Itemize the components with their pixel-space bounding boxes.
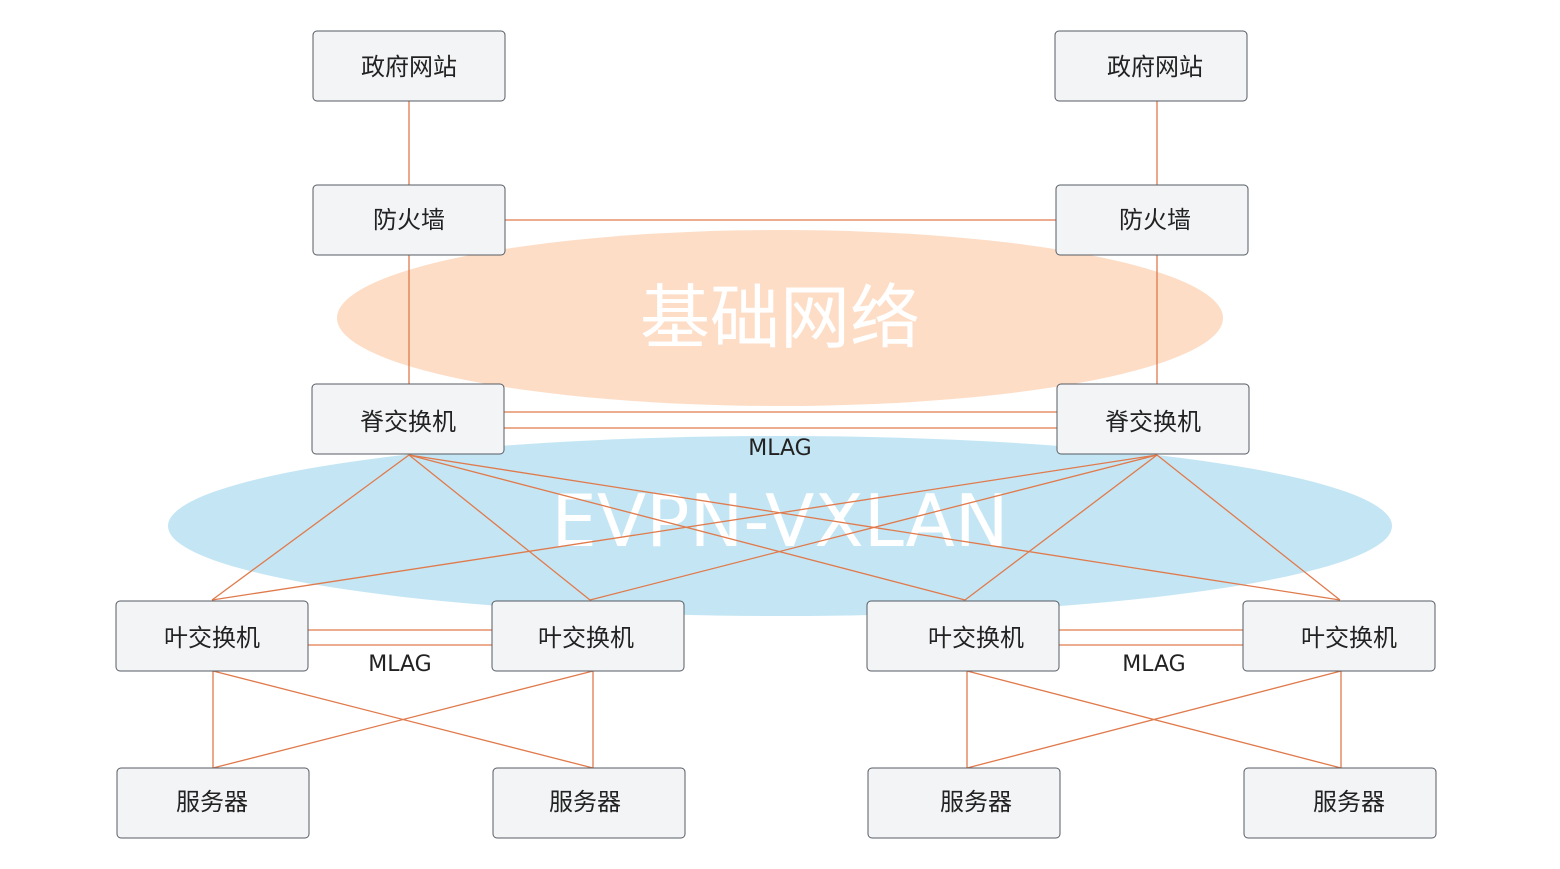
node-firewall-left-label: 防火墙 (373, 206, 445, 234)
node-server-4-box (1243, 767, 1437, 839)
node-leaf-2: 叶交换机 (491, 600, 685, 672)
node-leaf-4: 叶交换机 (1242, 600, 1436, 672)
node-server-2: 服务器 (492, 767, 686, 839)
node-leaf-4-box (1242, 600, 1436, 672)
node-server-1-label: 服务器 (176, 788, 248, 816)
node-firewall-right: 防火墙 (1055, 184, 1249, 256)
node-gov-left-box (312, 30, 506, 102)
node-gov-left: 政府网站 (312, 30, 506, 102)
base-network-region-ellipse (337, 230, 1223, 406)
link-spineR-leaf1 (211, 454, 1158, 601)
node-spine-left: 脊交换机 (311, 383, 505, 455)
node-server-4-label: 服务器 (1313, 788, 1385, 816)
evpn-vxlan-label: EVPN-VXLAN (551, 479, 1008, 563)
node-firewall-right-box (1055, 184, 1249, 256)
link-leaf2-server1 (212, 670, 594, 769)
node-gov-right-box (1054, 30, 1248, 102)
node-server-1: 服务器 (116, 767, 310, 839)
node-server-3-label: 服务器 (940, 788, 1012, 816)
node-server-2-label: 服务器 (549, 788, 621, 816)
node-leaf-3-label: 叶交换机 (928, 624, 1024, 652)
node-server-3: 服务器 (867, 767, 1061, 839)
node-leaf-3: 叶交换机 (866, 600, 1060, 672)
node-firewall-left-box (312, 184, 506, 256)
node-spine-right-label: 脊交换机 (1105, 408, 1201, 436)
mlag-leaf-left-label: MLAG (368, 652, 431, 677)
node-server-4: 服务器 (1243, 767, 1437, 839)
node-server-3-box (867, 767, 1061, 839)
mlag-leaf-right-label: MLAG (1122, 652, 1185, 677)
evpn-region-ellipse (168, 436, 1392, 616)
node-leaf-1-box (115, 600, 309, 672)
node-leaf-4-label: 叶交换机 (1301, 624, 1397, 652)
node-leaf-1: 叶交换机 (115, 600, 309, 672)
node-server-1-box (116, 767, 310, 839)
node-gov-right-label: 政府网站 (1107, 53, 1203, 81)
node-spine-left-label: 脊交换机 (360, 408, 456, 436)
node-firewall-right-label: 防火墙 (1119, 206, 1191, 234)
node-server-2-box (492, 767, 686, 839)
node-firewall-left: 防火墙 (312, 184, 506, 256)
node-gov-right: 政府网站 (1054, 30, 1248, 102)
node-leaf-2-box (491, 600, 685, 672)
node-gov-left-label: 政府网站 (361, 53, 457, 81)
link-leaf4-server3 (966, 670, 1342, 769)
device-nodes: 政府网站 政府网站 防火墙 防火墙 脊交换机 脊交换机 叶交换机 叶交换机 (115, 30, 1437, 839)
link-spineR-leaf2 (589, 454, 1158, 601)
link-lines (211, 101, 1342, 769)
node-spine-right: 脊交换机 (1056, 383, 1250, 455)
node-leaf-1-label: 叶交换机 (164, 624, 260, 652)
link-spineR-leaf4 (1156, 454, 1341, 601)
mlag-spine-label: MLAG (748, 436, 811, 461)
node-spine-right-box (1056, 383, 1250, 455)
node-leaf-2-label: 叶交换机 (538, 624, 634, 652)
node-leaf-3-box (866, 600, 1060, 672)
link-spineL-leaf1 (211, 454, 410, 601)
node-spine-left-box (311, 383, 505, 455)
link-spineL-leaf2 (408, 454, 591, 601)
link-spineR-leaf3 (964, 454, 1158, 601)
base-network-label: 基础网络 (640, 277, 920, 359)
